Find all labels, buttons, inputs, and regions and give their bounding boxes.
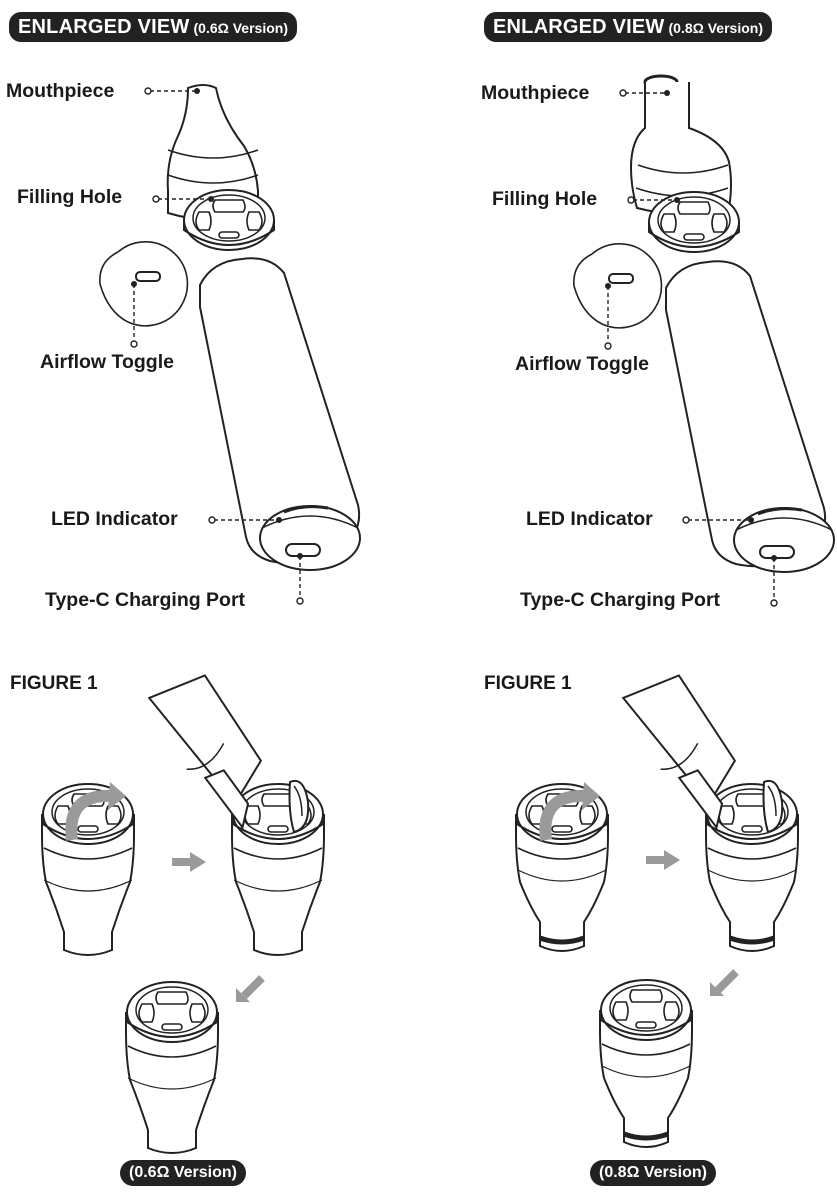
left-mouthpiece-art [166,84,275,251]
left-label-mouthpiece: Mouthpiece [6,80,115,102]
left-battery-art [199,257,361,571]
right-label-airflow-toggle: Airflow Toggle [515,353,649,375]
right-header-title: ENLARGED VIEW [493,16,665,38]
right-header-version: (0.8Ω Version) [668,20,763,36]
left-label-airflow-toggle: Airflow Toggle [40,351,174,373]
left-version-badge: (0.6Ω Version) [120,1160,246,1186]
right-header-badge: ENLARGED VIEW(0.8Ω Version) [484,12,772,42]
left-label-charging-port: Type-C Charging Port [45,589,246,611]
left-label-led-indicator: LED Indicator [51,508,178,530]
left-figure-art [42,667,324,1153]
left-header-badge: ENLARGED VIEW(0.6Ω Version) [9,12,297,42]
left-airflow-inset [99,241,189,327]
left-label-filling-hole: Filling Hole [17,186,123,208]
right-label-filling-hole: Filling Hole [492,188,598,210]
right-figure-title: FIGURE 1 [484,673,572,694]
right-mouthpiece-art [629,74,740,253]
left-header-version: (0.6Ω Version) [193,20,288,36]
right-airflow-inset [573,243,663,329]
left-header-title: ENLARGED VIEW [18,16,190,38]
right-label-led-indicator: LED Indicator [526,508,653,530]
right-label-mouthpiece: Mouthpiece [481,82,590,104]
left-figure-title: FIGURE 1 [10,673,98,694]
right-version-badge: (0.8Ω Version) [590,1160,716,1186]
right-label-charging-port: Type-C Charging Port [520,589,721,611]
right-battery-art [665,260,835,573]
right-figure-art [516,667,798,1147]
